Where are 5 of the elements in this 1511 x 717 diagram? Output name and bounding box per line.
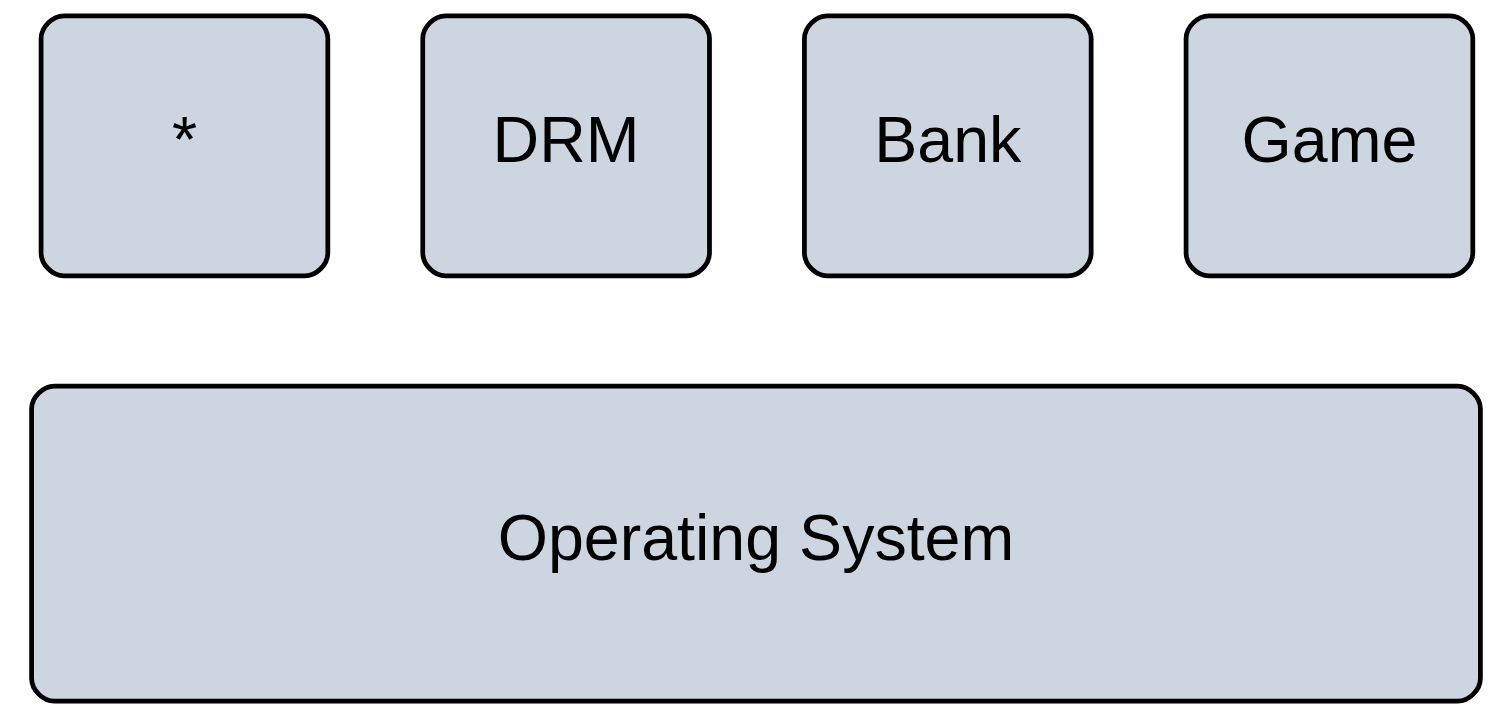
node-box: Operating System (28, 383, 1483, 704)
node-box: Game (1183, 13, 1475, 279)
node-box: * (38, 13, 330, 279)
node-box: DRM (419, 13, 712, 279)
node-box: Bank (801, 13, 1093, 279)
